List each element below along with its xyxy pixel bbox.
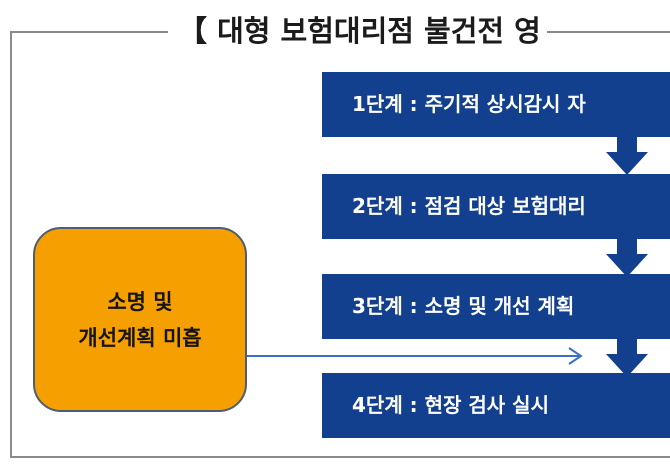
right-arrow-icon — [247, 344, 592, 368]
step-4-box: 4단계 : 현장 검사 실시 — [322, 373, 670, 438]
step-2-box: 2단계 : 점검 대상 보험대리 — [322, 174, 670, 239]
issue-box-line-1: 소명 및 — [107, 289, 173, 314]
down-arrow-icon — [606, 339, 648, 377]
insufficient-explanation-box: 소명 및 개선계획 미흡 — [33, 227, 247, 412]
step-3-box: 3단계 : 소명 및 개선 계획 — [322, 274, 670, 339]
down-arrow-icon — [606, 137, 648, 175]
diagram-title: 【 대형 보험대리점 불건전 영 — [168, 8, 547, 54]
down-arrow-icon — [606, 239, 648, 277]
issue-box-line-2: 개선계획 미흡 — [78, 325, 202, 350]
step-1-box: 1단계 : 주기적 상시감시 자 — [322, 72, 670, 137]
